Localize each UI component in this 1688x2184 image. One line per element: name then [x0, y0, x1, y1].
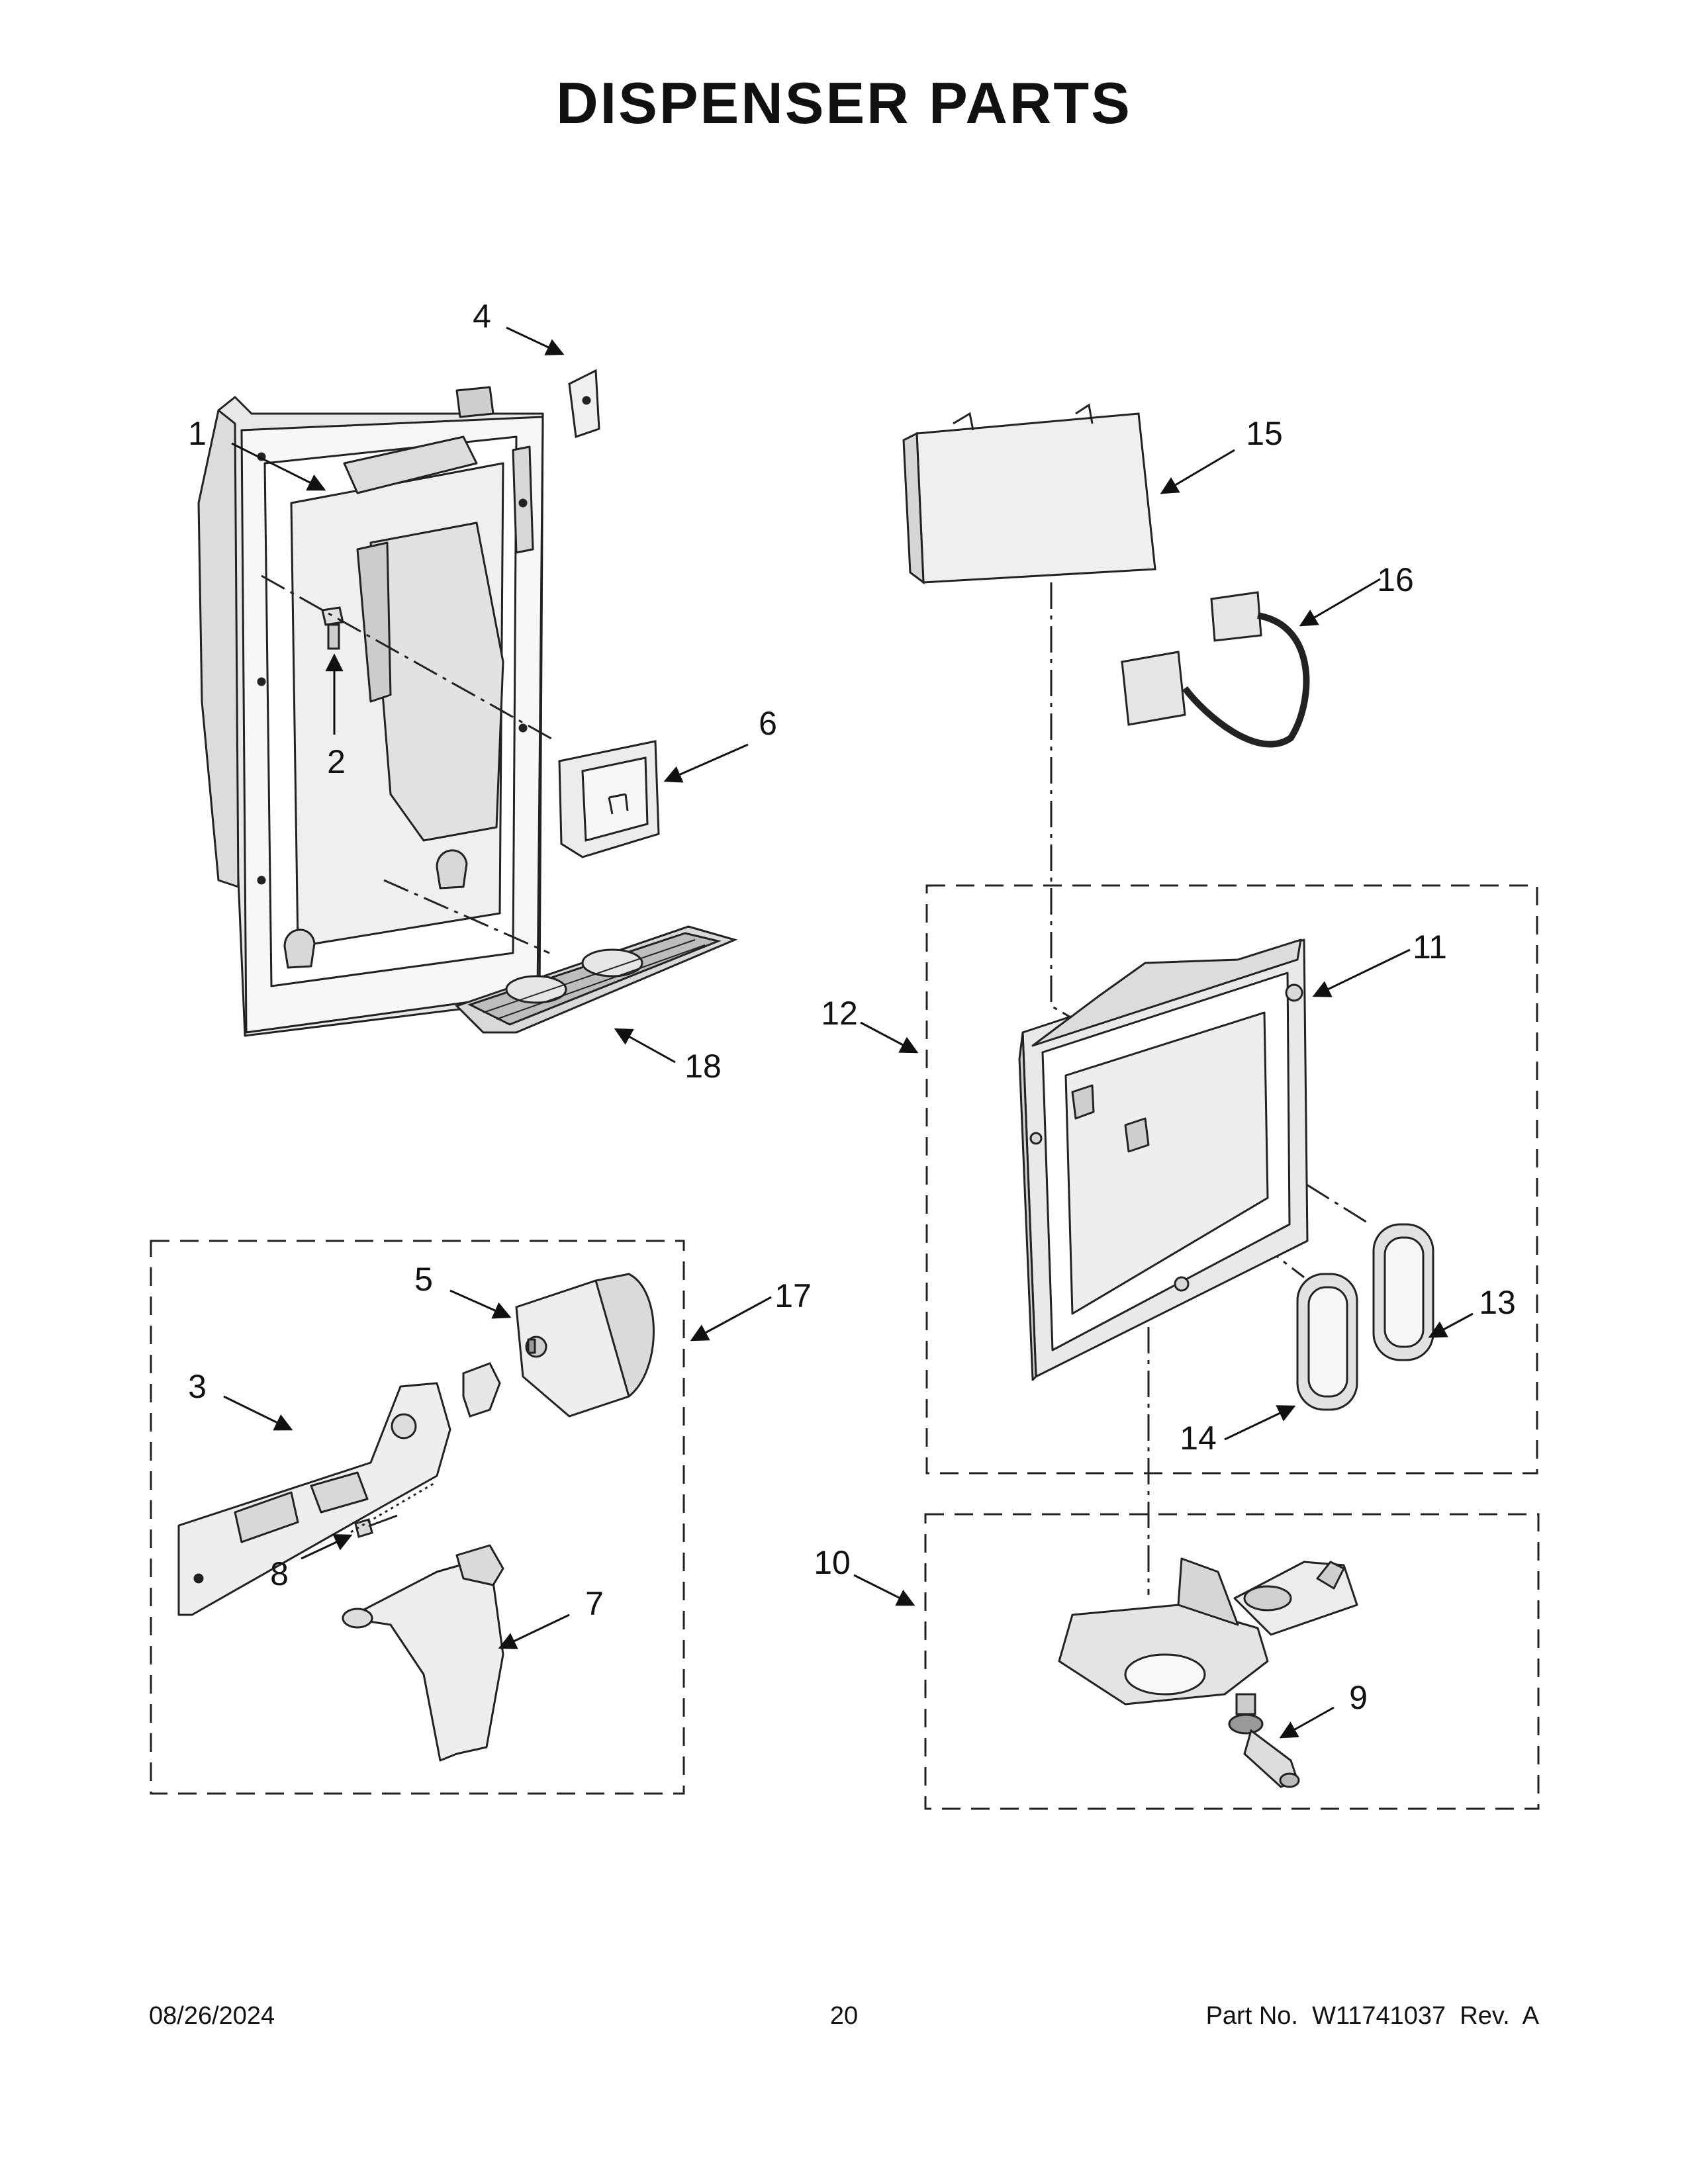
part-7-lever [342, 1544, 504, 1762]
part-14-paddle [1296, 1273, 1358, 1411]
footer-date: 08/26/2024 [149, 2002, 275, 2030]
callout-2: 2 [327, 743, 346, 780]
part-15-control-panel [902, 403, 1156, 585]
callout-7: 7 [585, 1585, 604, 1622]
group-box-12 [925, 884, 1538, 1475]
callout-14: 14 [1180, 1420, 1217, 1457]
callout-9: 9 [1349, 1679, 1368, 1716]
group-box-17 [150, 1240, 685, 1795]
part-13-paddle [1372, 1223, 1434, 1361]
leader-arrows [223, 326, 1474, 1739]
callout-11: 11 [1413, 929, 1447, 966]
footer-part-number: Part No. W11741037 Rev. A [1205, 2002, 1539, 2030]
callout-15: 15 [1246, 415, 1283, 452]
callout-4: 4 [473, 298, 491, 335]
callout-17: 17 [774, 1277, 812, 1314]
callout-1: 1 [188, 415, 207, 452]
part-8-screw [350, 1481, 436, 1538]
callout-12: 12 [821, 995, 858, 1032]
part-5-motor [515, 1273, 655, 1418]
alignment-lines-left [261, 574, 557, 954]
part-2-screw [321, 606, 344, 650]
part-4-bracket [568, 369, 600, 439]
page-title: DISPENSER PARTS [556, 70, 1132, 136]
callout-10: 10 [814, 1544, 851, 1581]
callout-labels: 1 2 3 4 5 6 7 8 9 10 11 12 13 14 15 16 1… [188, 298, 1516, 1716]
callout-13: 13 [1479, 1284, 1516, 1321]
callout-16: 16 [1377, 561, 1414, 598]
part-18-drip-tray [455, 925, 738, 1034]
callout-3: 3 [188, 1368, 207, 1405]
part-9-fitting [1228, 1693, 1300, 1788]
part-10-ice-chute [1058, 1557, 1358, 1706]
callout-18: 18 [684, 1048, 722, 1085]
callout-6: 6 [759, 705, 777, 742]
part-3-bracket [177, 1382, 451, 1616]
part-6-switch-cover [558, 740, 660, 858]
group-box-10 [924, 1513, 1540, 1810]
footer-page-number: 20 [829, 2002, 859, 2030]
part-16-wire-harness [1121, 591, 1310, 748]
callout-5: 5 [414, 1261, 433, 1298]
part-11-dispenser-frame [1018, 938, 1309, 1381]
part-1-dispenser-housing [197, 386, 544, 1037]
callout-8: 8 [270, 1555, 289, 1592]
part-clip [462, 1362, 501, 1418]
